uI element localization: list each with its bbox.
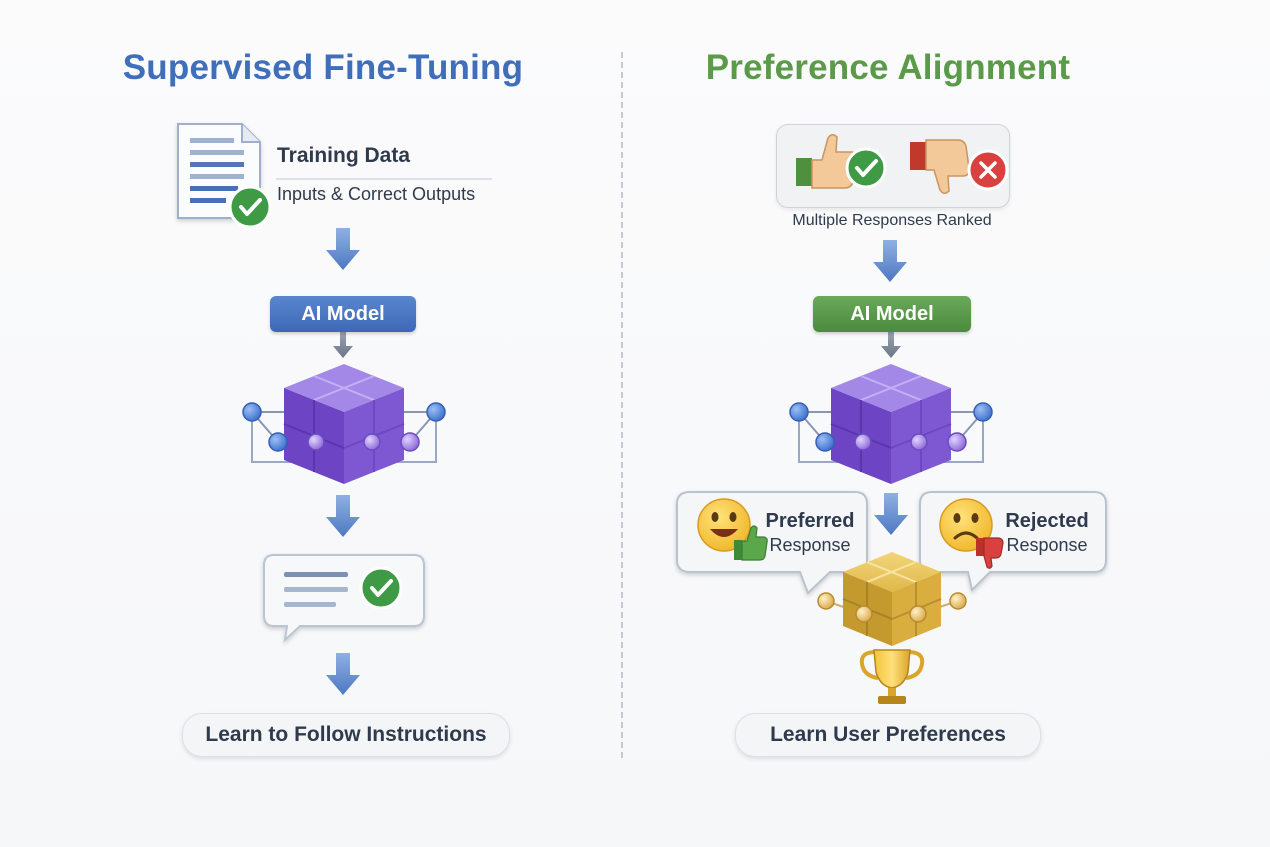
happy-face-icon [697, 498, 751, 552]
arrow-down-icon [326, 228, 360, 270]
check-icon [228, 185, 272, 229]
preferred-line2: Response [769, 535, 851, 555]
column-divider [621, 52, 623, 758]
rejected-line2: Response [1006, 535, 1088, 555]
sft-outcome-pill: Learn to Follow Instructions [182, 713, 510, 757]
arrow-down-icon [326, 653, 360, 695]
neural-network-cube-icon [789, 363, 993, 485]
rejected-response-label: Rejected Response [997, 509, 1097, 557]
reward-model-cube-icon [817, 552, 967, 646]
arrow-down-icon [881, 332, 901, 358]
preferred-line1: Preferred [765, 510, 855, 532]
ai-model-label: AI Model [850, 302, 934, 325]
ai-model-badge: AI Model [813, 296, 971, 332]
thumbs-down-icon [976, 537, 1004, 569]
ai-model-badge: AI Model [270, 296, 416, 332]
alignment-outcome-label: Learn User Preferences [770, 723, 1006, 746]
training-data-title: Training Data [277, 144, 411, 167]
check-icon [359, 566, 403, 610]
neural-network-cube-icon [242, 363, 446, 485]
left-title: Supervised Fine-Tuning [122, 48, 524, 87]
thumbs-up-icon [734, 525, 768, 561]
rejected-line1: Rejected [1005, 510, 1089, 532]
arrow-down-icon [333, 332, 353, 358]
arrow-down-icon [326, 495, 360, 537]
training-data-subtitle: Inputs & Correct Outputs [277, 184, 476, 204]
alignment-outcome-pill: Learn User Preferences [735, 713, 1041, 757]
right-title: Preference Alignment [705, 48, 1071, 87]
ai-model-label: AI Model [301, 302, 385, 325]
arrow-down-icon [874, 493, 908, 535]
sft-outcome-label: Learn to Follow Instructions [205, 723, 487, 746]
ranked-feedback-box [776, 124, 1010, 208]
preferred-response-label: Preferred Response [760, 509, 860, 557]
arrow-down-icon [873, 240, 907, 282]
trophy-icon [859, 649, 925, 704]
ranked-feedback-caption: Multiple Responses Ranked [792, 212, 992, 229]
